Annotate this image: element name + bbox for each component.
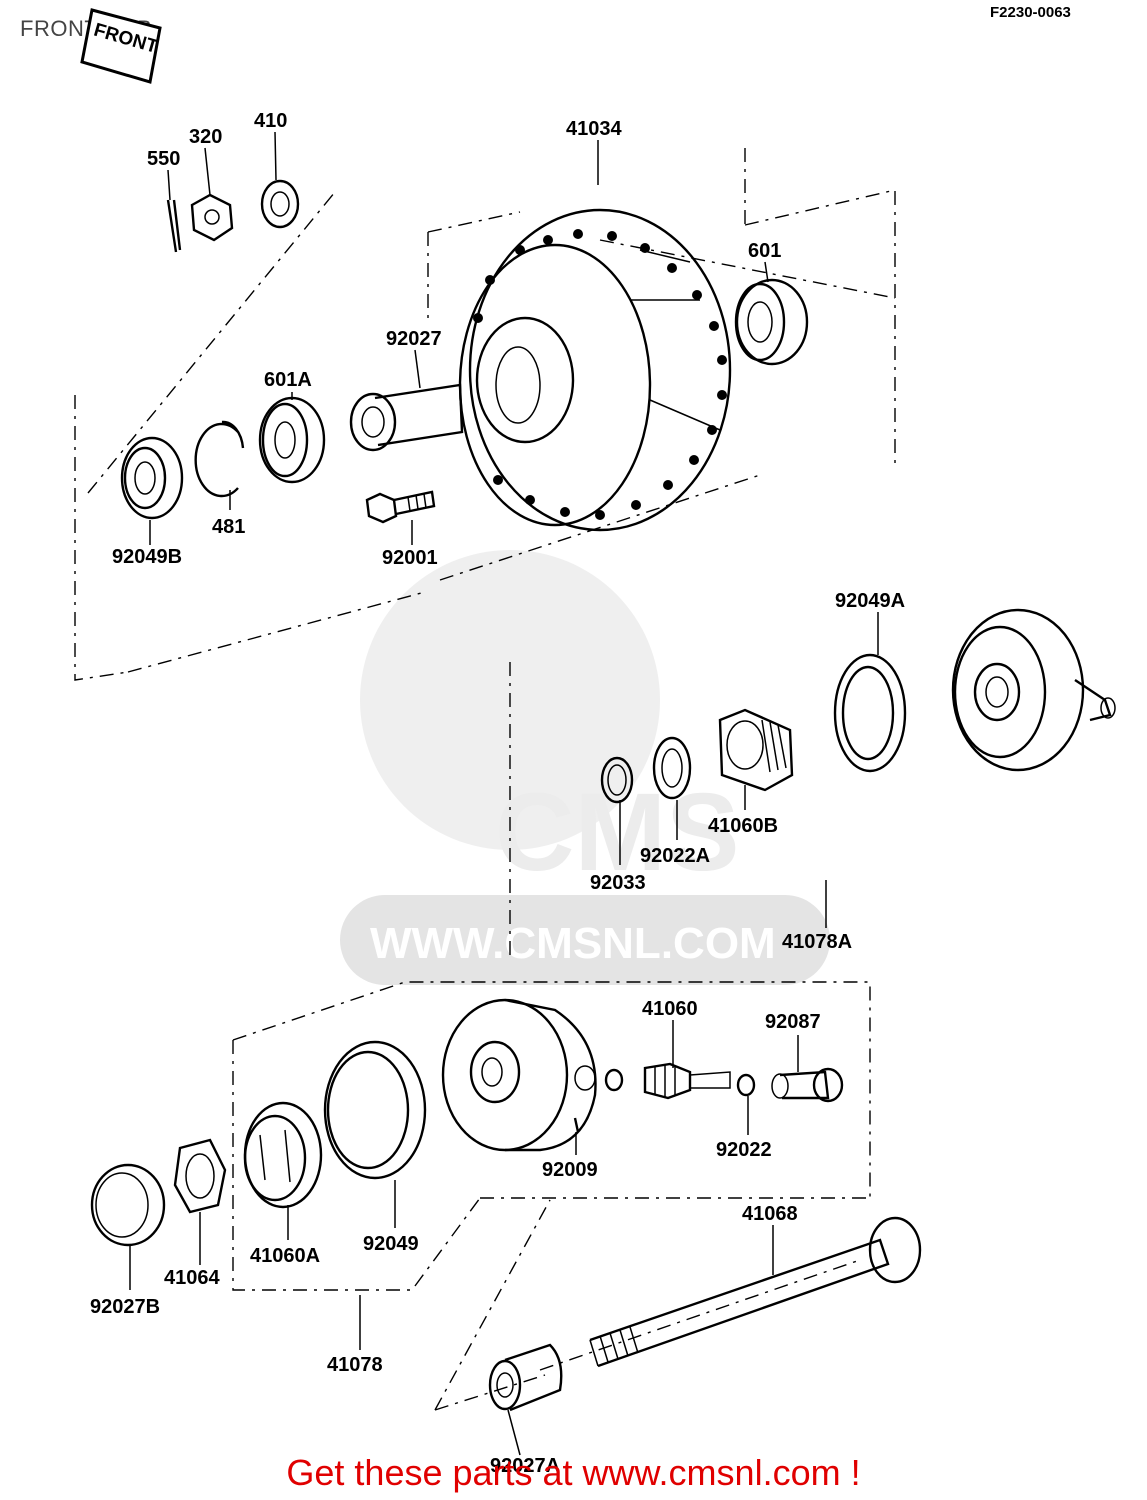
label-92027B: 92027B [90, 1296, 160, 1318]
oil-seal-92049B [120, 436, 184, 520]
label-92049: 92049 [363, 1233, 419, 1255]
washer-410 [260, 179, 300, 229]
label-410: 410 [254, 110, 287, 132]
front-direction-tag: FRONT [80, 8, 162, 84]
gear-41060A [243, 1101, 323, 1209]
label-92033: 92033 [590, 872, 646, 894]
gear-41060B [718, 708, 794, 792]
label-41060B: 41060B [708, 815, 778, 837]
bearing-601A [258, 396, 326, 484]
label-41064: 41064 [164, 1267, 220, 1289]
collar-92027B [90, 1163, 166, 1247]
leader-lines [129, 131, 879, 1456]
label-41060: 41060 [642, 998, 698, 1020]
label-92009: 92009 [542, 1159, 598, 1181]
label-92001: 92001 [382, 547, 438, 569]
washer-92022A [652, 736, 692, 800]
pin-92009 [573, 1117, 580, 1133]
label-41034: 41034 [566, 118, 622, 140]
washer-92022 [736, 1073, 756, 1097]
bolt-92001 [365, 490, 436, 524]
cotter-pin-550 [166, 199, 182, 253]
watermark-text: WWW.CMSNL.COM [370, 919, 776, 968]
label-92022: 92022 [716, 1139, 772, 1161]
label-41060A: 41060A [250, 1245, 320, 1267]
label-601: 601 [748, 240, 781, 262]
axle-41068 [589, 1216, 922, 1368]
bearing-601 [734, 278, 809, 366]
footer-cta-link[interactable]: Get these parts at www.cmsnl.com ! [286, 1452, 861, 1493]
small-washer-near-41060 [604, 1068, 624, 1092]
label-92027: 92027 [386, 328, 442, 350]
label-92087: 92087 [765, 1011, 821, 1033]
brake-panel-92049A-assembly [833, 608, 1116, 773]
label-92049A: 92049A [835, 590, 905, 612]
hub-cover-41078 [441, 998, 597, 1152]
label-320: 320 [189, 126, 222, 148]
circlip-92033 [600, 756, 634, 804]
part-labels: 550 320 410 41034 601 92027 601A 481 920… [90, 110, 905, 1477]
hub-41034 [458, 208, 732, 532]
assembly-guide-lines [74, 148, 896, 1411]
circlip-481 [194, 420, 245, 498]
axle-nut-320 [190, 193, 234, 242]
bush-92087 [771, 1067, 844, 1103]
label-41078A: 41078A [782, 931, 852, 953]
label-601A: 601A [264, 369, 312, 391]
spacer-92027 [349, 383, 464, 452]
label-481: 481 [212, 516, 245, 538]
cms-watermark: CMS WWW.CMSNL.COM [340, 550, 830, 985]
label-41078: 41078 [327, 1354, 383, 1376]
collar-92027A [488, 1343, 563, 1412]
label-550: 550 [147, 148, 180, 170]
figure-code: F2230-0063 [990, 4, 1071, 21]
label-41068: 41068 [742, 1203, 798, 1225]
label-92049B: 92049B [112, 546, 182, 568]
label-92022A: 92022A [640, 845, 710, 867]
watermark-logo: CMS [495, 771, 739, 894]
retainer-41064 [173, 1138, 227, 1214]
label-92027A: 92027A [490, 1455, 560, 1477]
oil-seal-92049 [323, 1040, 427, 1180]
shaft-41060 [643, 1062, 731, 1100]
